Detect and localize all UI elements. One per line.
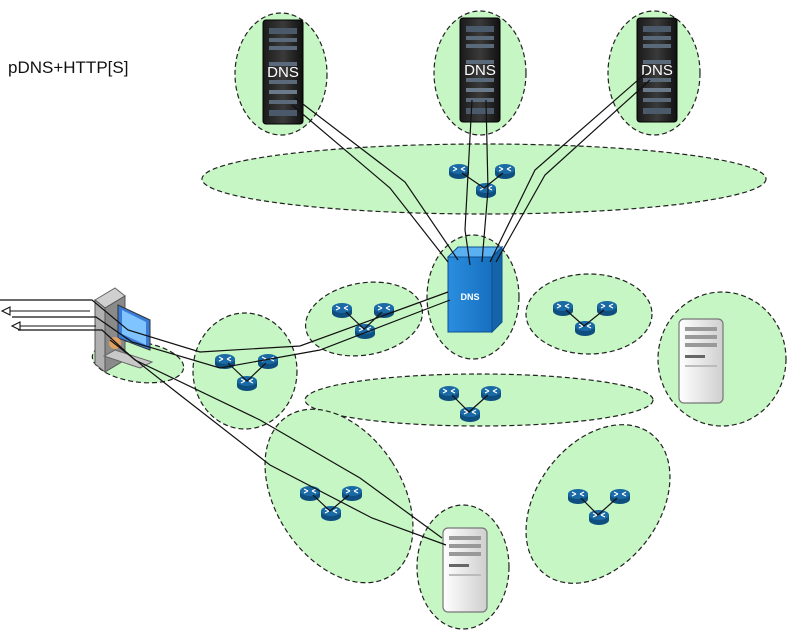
- regional-zone-lower: [264, 408, 414, 584]
- dns-server-3: DNS: [636, 17, 678, 123]
- dns-server-3-label: DNS: [641, 62, 673, 79]
- router-icon: [588, 509, 610, 526]
- transit-zone: [304, 373, 654, 427]
- backbone-zone: [201, 143, 767, 215]
- dns-server-1-label: DNS: [267, 64, 299, 81]
- router-icon: [448, 163, 470, 180]
- router-icon: [331, 302, 353, 319]
- router-icon: [459, 406, 481, 423]
- regional-zone-right: [525, 273, 653, 355]
- dns-server-1: DNS: [262, 19, 304, 125]
- isp-zone-upper: [304, 281, 424, 357]
- router-icon: [236, 375, 258, 392]
- dns-server-2: DNS: [459, 17, 501, 123]
- request-paths: [0, 72, 651, 546]
- router-icon: [320, 505, 342, 522]
- diagram-title: pDNS+HTTP[S]: [8, 58, 129, 77]
- outgoing-arrows: [0, 306, 96, 331]
- router-icon: [574, 320, 596, 337]
- router-icon: [257, 353, 279, 370]
- client-computer: [94, 287, 154, 374]
- dns-server-2-label: DNS: [464, 62, 496, 79]
- access-zone: [192, 312, 298, 430]
- web-server-bottom: [442, 527, 488, 613]
- router-icon: [354, 323, 376, 340]
- web-server-right: [678, 318, 724, 404]
- regional-zone-lower-right: [525, 424, 671, 584]
- local-dns-server: DNS: [446, 245, 504, 334]
- local-dns-label: DNS: [460, 292, 479, 302]
